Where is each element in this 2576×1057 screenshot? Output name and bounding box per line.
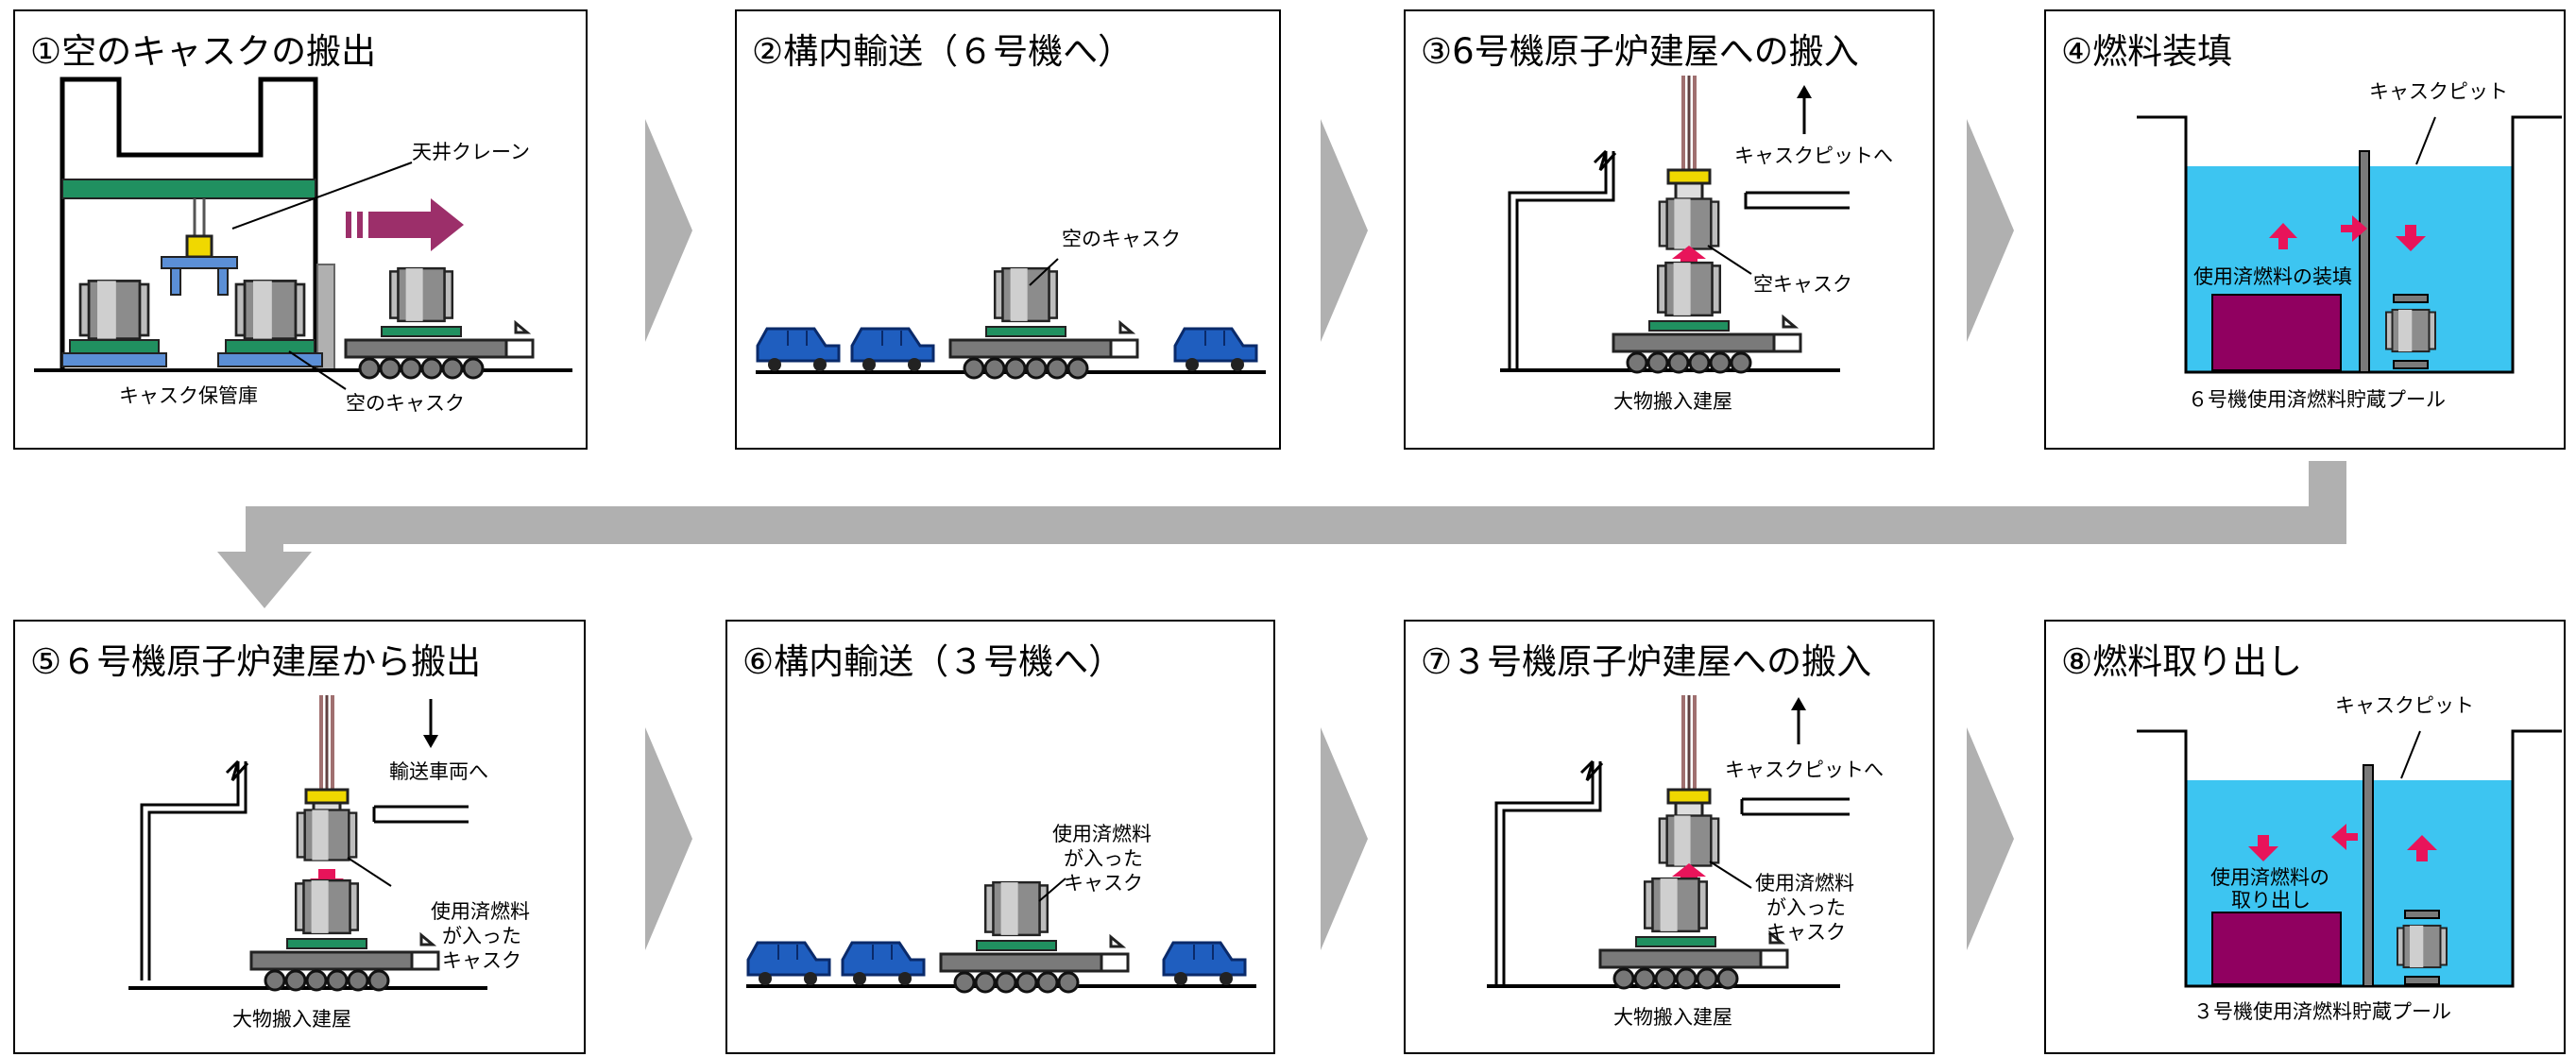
panel-8-unloading-line2: 取り出し	[2231, 889, 2311, 912]
panel-2-empty-cask-label: 空のキャスク	[1062, 228, 1181, 250]
panel-8-title: ⑧燃料取り出し	[2061, 641, 2303, 682]
panel-5-title: ⑤６号機原子炉建屋から搬出	[30, 641, 482, 682]
panel-4-pool-label: ６号機使用済燃料貯蔵プール	[2188, 388, 2446, 411]
panel-2-scene	[756, 258, 1266, 450]
panel-1-storage-label: キャスク保管庫	[119, 384, 258, 407]
panel-4: ④燃料装填 キャスクピット 使用済燃料の装填 ６号機使用済燃料貯蔵プール	[2044, 9, 2566, 450]
panel-2: ②構内輸送（６号機へ） 空のキャスク	[735, 9, 1281, 450]
panel-6-title: ⑥構内輸送（３号機へ）	[742, 641, 1124, 682]
flow-chevron-1	[645, 119, 692, 342]
panel-4-scene	[2137, 115, 2562, 374]
panel-5-building-label: 大物搬入建屋	[232, 1008, 351, 1031]
panel-8-pit-label: キャスクピット	[2335, 694, 2474, 717]
panel-1-empty-cask-label: 空のキャスク	[346, 392, 465, 415]
panel-3-building-label: 大物搬入建屋	[1613, 390, 1732, 413]
panel-7-to-pit-label: キャスクピットへ	[1725, 759, 1884, 781]
panel-8-unloading-line1: 使用済燃料の	[2210, 866, 2329, 889]
panel-5-loaded-cask-line1: 使用済燃料	[431, 900, 530, 923]
panel-2-title: ②構内輸送（６号機へ）	[752, 31, 1134, 72]
panel-3-empty-cask-label: 空キャスク	[1753, 273, 1852, 296]
flow-chevron-5	[645, 727, 692, 950]
panel-7: ⑦３号機原子炉建屋への搬入 キャスクピットへ 使用済燃料 が入った キャスク 大…	[1404, 620, 1935, 1054]
panel-6-loaded-cask-line1: 使用済燃料	[1052, 823, 1152, 845]
panel-5-to-vehicle-label: 輸送車両へ	[389, 760, 488, 783]
panel-3: ③6号機原子炉建屋への搬入 キャスクピットへ 空キャスク 大物搬入建屋	[1404, 9, 1935, 450]
panel-4-title: ④燃料装填	[2061, 31, 2233, 72]
panel-5-loaded-cask-line2: が入った	[442, 925, 521, 947]
panel-3-title: ③6号機原子炉建屋への搬入	[1421, 31, 1859, 72]
panel-5: ⑤６号機原子炉建屋から搬出 輸送車両へ 使用済燃料 が入った キャスク 大物搬入…	[13, 620, 586, 1054]
panel-7-loaded-cask-line2: が入った	[1766, 896, 1846, 919]
panel-7-loaded-cask-line3: キャスク	[1766, 921, 1846, 944]
panel-1-title: ①空のキャスクの搬出	[30, 31, 377, 72]
panel-8-pool-label: ３号機使用済燃料貯蔵プール	[2193, 1000, 2451, 1023]
panel-7-scene	[1487, 693, 1850, 1054]
panel-6-scene	[746, 878, 1256, 1054]
panel-8: ⑧燃料取り出し キャスクピット 使用済燃料の 取り出し ３号機使用済燃料貯蔵プー…	[2044, 620, 2566, 1054]
panel-6-loaded-cask-line2: が入った	[1064, 847, 1143, 870]
row-connector-arrow	[217, 461, 2346, 608]
panel-5-scene	[128, 693, 487, 1054]
panel-4-pit-label: キャスクピット	[2369, 80, 2508, 103]
panel-7-title: ⑦３号機原子炉建屋への搬入	[1421, 641, 1872, 682]
flow-chevron-3	[1967, 119, 2014, 342]
panel-3-to-pit-label: キャスクピットへ	[1734, 145, 1893, 167]
panel-3-scene	[1500, 74, 1850, 450]
flow-chevron-6	[1321, 727, 1368, 950]
panel-7-loaded-cask-line1: 使用済燃料	[1755, 872, 1854, 895]
panel-5-loaded-cask-line3: キャスク	[442, 949, 521, 972]
panel-4-loading-label: 使用済燃料の装填	[2193, 265, 2352, 288]
panel-1-crane-label: 天井クレーン	[412, 141, 530, 163]
panel-1: ①空のキャスクの搬出 天井クレーン キャスク保管庫 空のキャスク	[13, 9, 588, 450]
panel-8-scene	[2137, 729, 2562, 988]
flow-chevron-7	[1967, 727, 2014, 950]
panel-7-building-label: 大物搬入建屋	[1613, 1006, 1732, 1029]
panel-1-scene	[34, 77, 572, 390]
panel-6-loaded-cask-line3: キャスク	[1064, 872, 1143, 895]
flow-chevron-2	[1321, 119, 1368, 342]
panel-6: ⑥構内輸送（３号機へ） 使用済燃料 が入った キャスク	[725, 620, 1275, 1054]
